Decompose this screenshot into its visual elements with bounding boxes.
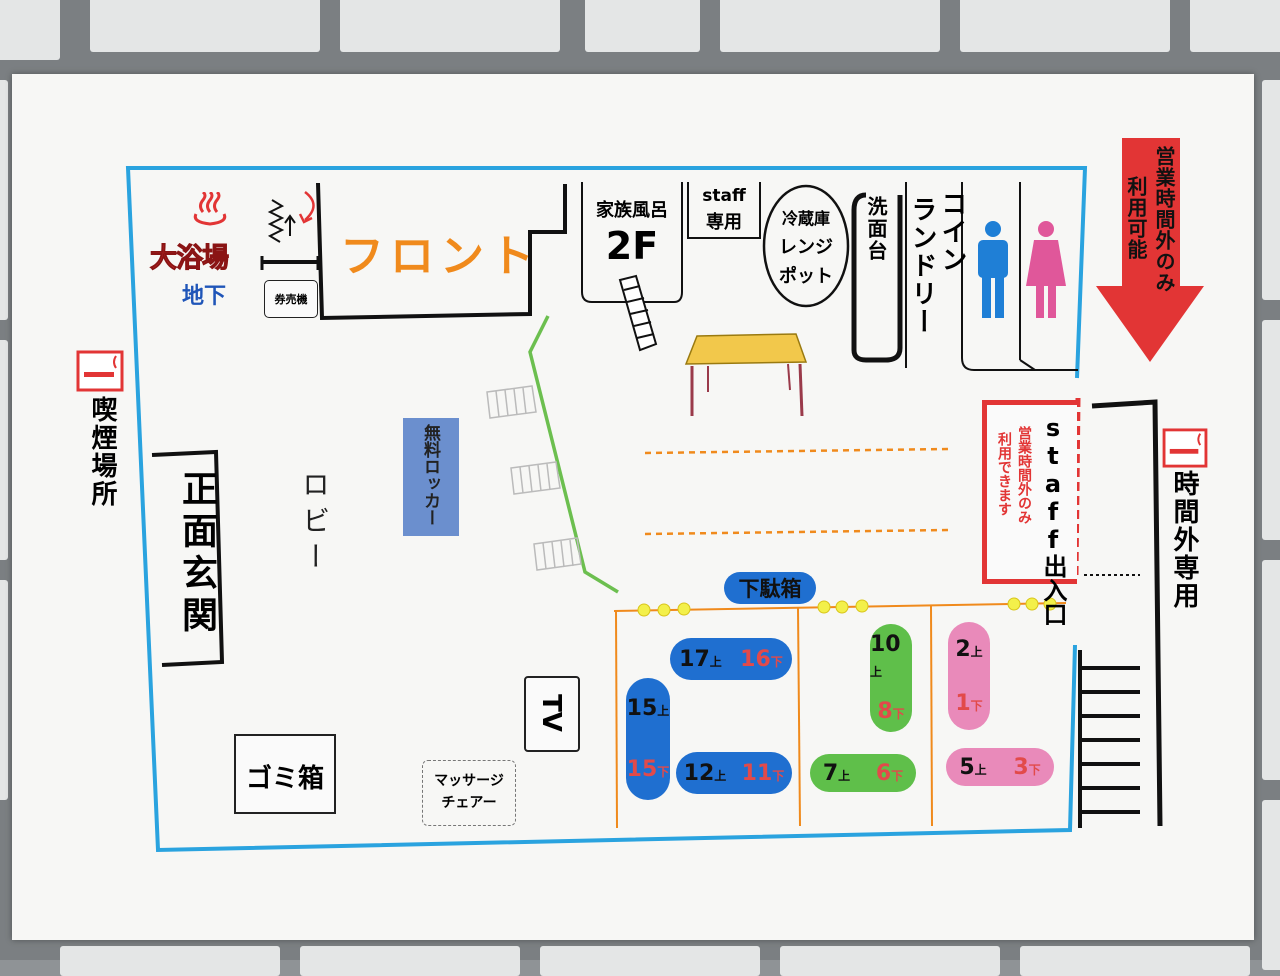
coin-laundry-line1: コイン bbox=[937, 190, 967, 274]
arrow-text-line1: 営業時間外のみ bbox=[1152, 146, 1176, 293]
staff-only-line1: staff bbox=[702, 186, 746, 206]
appliances-line2: レンジ bbox=[779, 237, 833, 258]
lower-mark: 下 bbox=[657, 765, 670, 779]
female-icon bbox=[1026, 221, 1066, 318]
free-locker[interactable] bbox=[403, 418, 459, 536]
appliances-line1: 冷蔵庫 bbox=[781, 209, 830, 228]
locker-number: 3 bbox=[1013, 754, 1029, 780]
locker-15-15[interactable]: 15上 15下 bbox=[626, 678, 670, 800]
lower-mark: 下 bbox=[892, 706, 905, 721]
locker-number: 7 bbox=[822, 760, 839, 786]
staff-only-line2: 専用 bbox=[706, 212, 742, 233]
upper-mark: 上 bbox=[838, 768, 851, 783]
ticket-machine[interactable] bbox=[264, 280, 318, 318]
staff-entrance-title: staff出入口 bbox=[1039, 414, 1067, 626]
arrow-text-line2: 利用可能 bbox=[1124, 176, 1148, 260]
no-smoking-sign-icon bbox=[76, 350, 124, 392]
trash[interactable] bbox=[234, 734, 336, 814]
ticket-machine-label: 券売機 bbox=[274, 293, 308, 306]
locker-number: 10 bbox=[870, 632, 901, 658]
lower-mark: 下 bbox=[772, 768, 785, 783]
upper-mark: 上 bbox=[714, 768, 727, 783]
upper-mark: 上 bbox=[974, 762, 987, 777]
coin-laundry-line2: ランドリー bbox=[907, 196, 937, 336]
locker-number: 17 bbox=[679, 646, 710, 672]
washbasin-label: 洗面台 bbox=[864, 196, 888, 262]
family-bath-name: 家族風呂 bbox=[596, 200, 668, 221]
locker-12-11[interactable]: 12上 11下 bbox=[676, 752, 792, 794]
lower-mark: 下 bbox=[1028, 762, 1041, 777]
appliances-line3: ポット bbox=[779, 266, 833, 287]
upper-mark: 上 bbox=[657, 704, 670, 718]
lobby-label: ロビー bbox=[298, 470, 331, 578]
smoking-area-label: 喫煙場所 bbox=[87, 396, 117, 508]
locker-number: 15 bbox=[626, 696, 658, 721]
hot-spring-icon bbox=[193, 192, 227, 226]
locker-2-1[interactable]: 2上 1下 bbox=[948, 622, 990, 730]
massage-chair-line1: マッサージ bbox=[434, 773, 504, 789]
tv[interactable] bbox=[524, 676, 580, 752]
bath-floor: 地下 bbox=[182, 284, 227, 309]
massage-chair-line2: チェアー bbox=[441, 795, 497, 811]
locker-number: 11 bbox=[741, 760, 773, 786]
lower-mark: 下 bbox=[891, 768, 904, 783]
locker-5-3[interactable]: 5上 3下 bbox=[946, 748, 1054, 786]
lower-mark: 下 bbox=[770, 654, 783, 669]
family-bath-floor: 2F bbox=[605, 224, 659, 268]
trash-label: ゴミ箱 bbox=[245, 764, 324, 794]
shoe-box-label: 下駄箱 bbox=[724, 572, 816, 604]
bath-name: 大浴場 bbox=[150, 243, 230, 275]
after-hours-only-label: 時間外専用 bbox=[1169, 470, 1199, 610]
upper-mark: 上 bbox=[870, 665, 883, 680]
locker-17-16[interactable]: 17上 16下 bbox=[670, 638, 792, 680]
locker-number: 15 bbox=[626, 757, 658, 782]
massage-chair[interactable] bbox=[422, 760, 516, 826]
locker-number: 12 bbox=[683, 760, 715, 786]
male-icon bbox=[978, 221, 1008, 318]
locker-number: 8 bbox=[877, 698, 893, 724]
locker-number: 6 bbox=[875, 760, 892, 786]
locker-number: 2 bbox=[955, 636, 971, 662]
main-entrance-label[interactable]: 正面玄関 bbox=[176, 470, 217, 638]
lower-mark: 下 bbox=[970, 698, 983, 713]
locker-7-6[interactable]: 7上 6下 bbox=[810, 754, 916, 792]
front-desk[interactable]: フロント bbox=[340, 231, 540, 282]
no-smoking-sign-icon-right bbox=[1162, 428, 1208, 468]
staff-entrance-note2: 利用できます bbox=[996, 432, 1012, 516]
staff-entrance[interactable] bbox=[982, 400, 1077, 584]
free-locker-label: 無料ロッカー bbox=[420, 424, 440, 526]
locker-number: 5 bbox=[959, 754, 975, 780]
locker-number: 1 bbox=[955, 690, 971, 716]
tv-label: TV bbox=[536, 694, 566, 732]
locker-10-8[interactable]: 10 上 8下 bbox=[870, 624, 912, 732]
staff-entrance-note1: 営業時間外のみ bbox=[1016, 426, 1032, 524]
locker-number: 16 bbox=[740, 646, 771, 672]
upper-mark: 上 bbox=[970, 644, 983, 659]
arrow-down-icon bbox=[1096, 138, 1204, 362]
upper-mark: 上 bbox=[709, 654, 722, 669]
